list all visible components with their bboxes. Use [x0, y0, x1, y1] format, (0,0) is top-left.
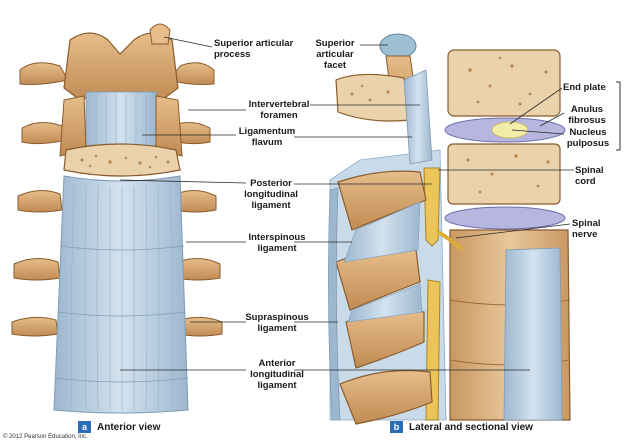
label-supraspinous-ligament: Supraspinous ligament: [245, 312, 309, 334]
label-interspinous-ligament: Interspinous ligament: [248, 232, 306, 254]
anterior-longitudinal-ligament-column: [53, 175, 189, 414]
spinous-processes: [335, 170, 433, 425]
superior-articular-facet-shape: [379, 33, 417, 59]
nucleus-pulposus-shape: [491, 121, 529, 139]
label-anulus-fibrosus: Anulus fibrosus: [568, 104, 606, 126]
anterior-longitudinal-ligament-side: [503, 247, 563, 421]
label-superior-articular-process: Superior articular process: [214, 38, 294, 60]
caption-anterior-view: a Anterior view: [78, 421, 160, 433]
anterior-view-panel: [11, 23, 223, 414]
lateral-view-panel: [328, 33, 621, 425]
sectioned-vertebral-body-a: [63, 143, 181, 177]
label-spinal-cord: Spinal cord: [575, 165, 604, 187]
vertebral-body-middle: [447, 143, 561, 205]
copyright-notice: © 2012 Pearson Education, Inc.: [3, 434, 88, 440]
label-end-plate: End plate: [563, 82, 606, 93]
caption-b-badge: b: [390, 421, 403, 433]
caption-a-text: Anterior view: [97, 421, 161, 433]
label-ligamentum-flavum: Ligamentum flavum: [238, 126, 296, 148]
leader-lines: [119, 36, 574, 371]
supraspinous-ligament-band: [328, 187, 341, 421]
label-nucleus-pulposus: Nucleus pulposus: [566, 127, 610, 149]
transverse-processes: [11, 62, 223, 337]
vertebral-body-upper: [447, 49, 561, 117]
label-anterior-longitudinal-ligament: Anterior longitudinal ligament: [250, 358, 304, 391]
spinal-cord-shape: [423, 167, 441, 247]
label-intervertebral-foramen: Intervertebral foramen: [248, 99, 310, 121]
caption-lateral-view: b Lateral and sectional view: [390, 421, 533, 433]
label-superior-articular-facet: Superior articular facet: [315, 38, 355, 71]
label-spinal-nerve: Spinal nerve: [572, 218, 601, 240]
caption-a-badge: a: [78, 421, 91, 433]
caption-b-text: Lateral and sectional view: [409, 421, 533, 433]
label-posterior-longitudinal-ligament: Posterior longitudinal ligament: [244, 178, 298, 211]
